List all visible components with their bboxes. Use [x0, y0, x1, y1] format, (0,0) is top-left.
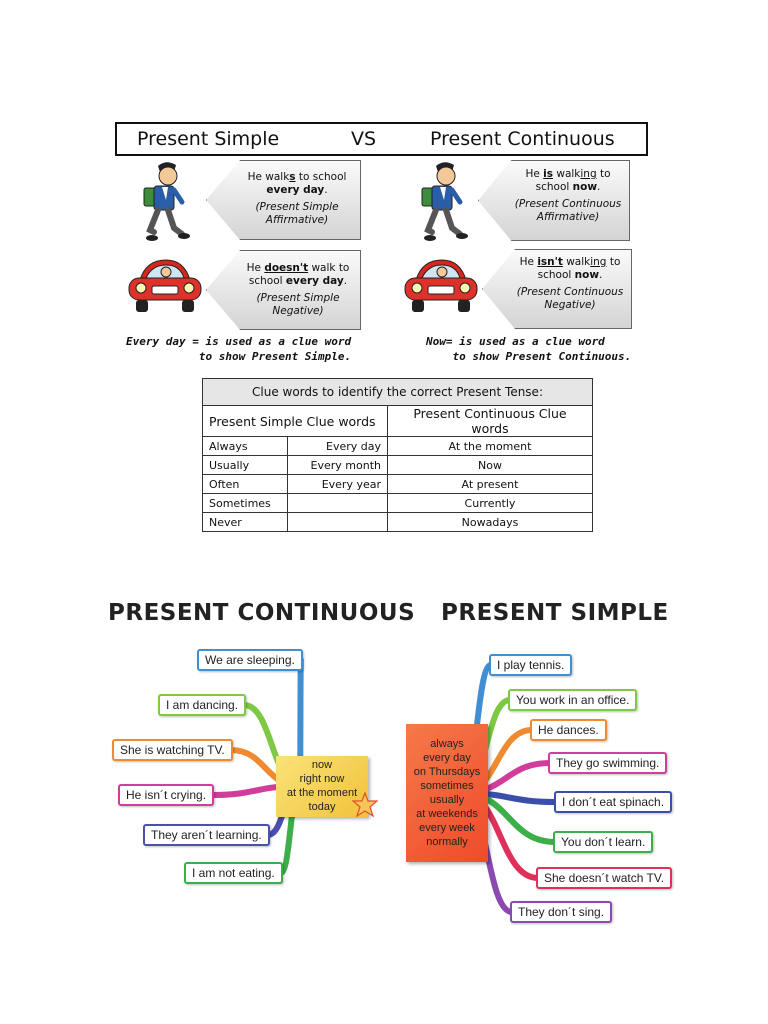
table-title: Clue words to identify the correct Prese… [202, 378, 593, 406]
bubble-text-simple-affirmative: He walks to school every day. (Present S… [247, 171, 347, 226]
header-present-simple: Present Simple [137, 128, 280, 150]
column-header-continuous: Present Continuous Clue words [387, 405, 593, 437]
mindmap-item-continuous: They aren´t learning. [143, 824, 270, 846]
mindmap-item-simple: They go swimming. [548, 752, 668, 774]
mindmap-item-simple: They don´t sing. [510, 901, 613, 923]
mindmap-item-continuous: She is watching TV. [112, 739, 233, 761]
bubble-text-simple-negative: He doesn't walk to school every day. (Pr… [246, 262, 350, 317]
speech-bubble-simple-negative [206, 250, 361, 330]
mindmap-item-continuous: I am not eating. [184, 862, 283, 884]
mindmap-title-simple: PRESENT SIMPLE [441, 600, 669, 626]
header-present-continuous: Present Continuous [430, 128, 615, 150]
bubble-text-continuous-negative: He isn't walking to school now. (Present… [516, 256, 624, 311]
red-car-illustration [404, 259, 478, 312]
table-row: Never Nowadays [202, 512, 593, 532]
center-words-simple: always every day on Thursdays sometimes … [413, 738, 481, 848]
clue-note-present-simple: Every day = is used as a clue word to sh… [126, 335, 352, 363]
mindmap-item-simple: She doesn´t watch TV. [536, 867, 673, 889]
bubble-text-continuous-affirmative: He is walking to school now. (Present Co… [514, 168, 622, 223]
mindmap-item-continuous: I am dancing. [158, 694, 247, 716]
mindmap-branches [209, 657, 559, 915]
clue-note-present-continuous: Now= is used as a clue word to show Pres… [426, 335, 632, 363]
speech-bubble-continuous-negative [482, 249, 632, 329]
walking-boy-illustration [143, 162, 190, 241]
mindmap-title-continuous: PRESENT CONTINUOUS [108, 600, 416, 626]
mindmap-item-simple: He dances. [530, 719, 607, 741]
table-row: Sometimes Currently [202, 493, 593, 513]
speech-bubble-continuous-affirmative [478, 160, 630, 241]
table-row: Always Every day At the moment [202, 436, 593, 456]
speech-bubble-simple-affirmative [206, 160, 361, 240]
star-icon [352, 792, 378, 818]
header-vs: VS [351, 128, 377, 150]
table-row: Often Every year At present [202, 474, 593, 494]
mindmap-center-continuous [276, 756, 368, 817]
mindmap-item-simple: I don´t eat spinach. [554, 791, 673, 813]
walking-boy-illustration [421, 162, 468, 241]
table-row: Usually Every month Now [202, 455, 593, 475]
mindmap-center-simple [406, 724, 488, 862]
mindmap-item-simple: You work in an office. [508, 689, 638, 711]
comparison-header: Present Simple VS Present Continuous [115, 122, 648, 156]
column-header-simple: Present Simple Clue words [202, 405, 388, 437]
mindmap-item-continuous: We are sleeping. [197, 649, 303, 671]
mindmap-item-continuous: He isn´t crying. [118, 784, 215, 806]
center-words-continuous: now right now at the moment today [286, 759, 358, 813]
red-car-illustration [128, 259, 202, 312]
mindmap-item-simple: I play tennis. [489, 654, 573, 676]
mindmap-item-simple: You don´t learn. [553, 831, 654, 853]
clue-words-table: Clue words to identify the correct Prese… [202, 378, 593, 532]
